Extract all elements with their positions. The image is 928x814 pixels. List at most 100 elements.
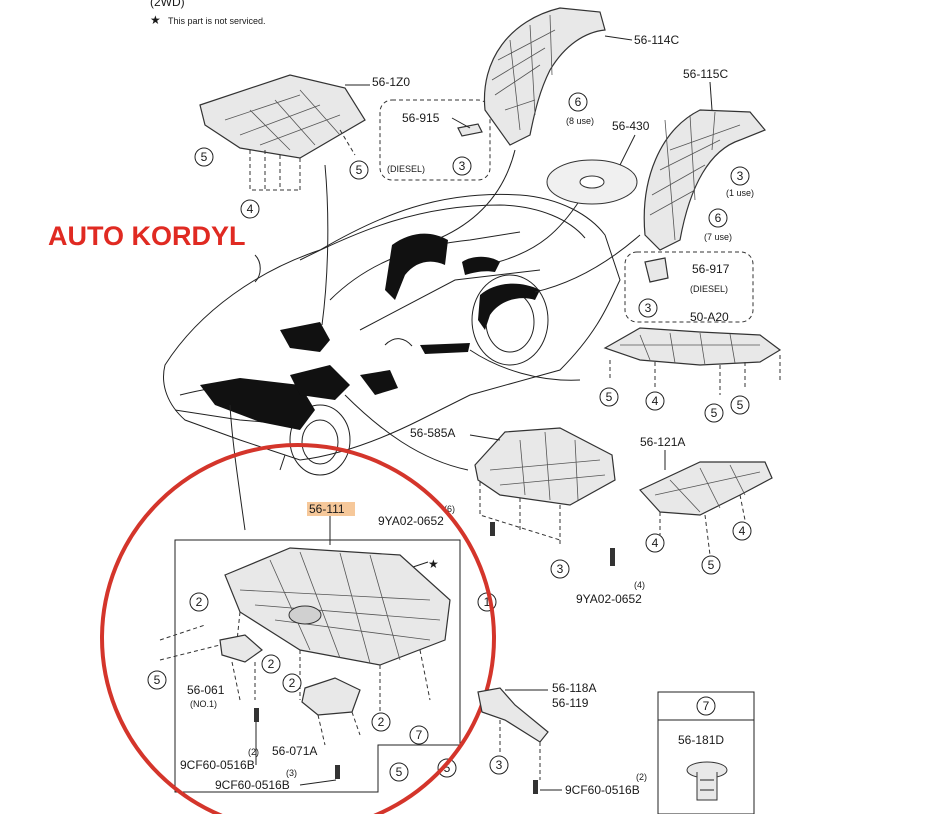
qty-3-1-use: (1 use) bbox=[726, 188, 754, 198]
car-part-highlights bbox=[200, 233, 540, 430]
diesel-box-56-917 bbox=[624, 251, 754, 323]
bolt-icon bbox=[490, 522, 495, 536]
bolt-icon bbox=[254, 708, 259, 722]
label-9cf60-0516b-a: 9CF60-0516B bbox=[180, 758, 255, 772]
highlight-56-111 bbox=[307, 502, 355, 516]
qty-6-7-use: (7 use) bbox=[704, 232, 732, 242]
callout-4: 4 bbox=[652, 394, 659, 408]
callout-circle-7 bbox=[409, 725, 429, 745]
callout-circle-5 bbox=[389, 762, 409, 782]
disc-hole bbox=[579, 175, 605, 189]
callout-circle-2 bbox=[371, 712, 391, 732]
watermark-text: AUTO KORDYL bbox=[48, 221, 246, 251]
callout-circle-2 bbox=[261, 654, 281, 674]
callout-circle-4 bbox=[645, 533, 665, 553]
part-56-115c-mudguard bbox=[643, 109, 766, 251]
label-56-071a: 56-071A bbox=[272, 744, 317, 758]
callout-5: 5 bbox=[201, 150, 208, 164]
callout-circle-3 bbox=[550, 559, 570, 579]
callout-circle-5 bbox=[349, 160, 369, 180]
label-no1: (NO.1) bbox=[190, 699, 217, 709]
label-diesel-a: (DIESEL) bbox=[387, 164, 425, 174]
label-56-917: 56-917 bbox=[692, 262, 730, 276]
callout-7: 7 bbox=[703, 699, 710, 713]
star-icon: ★ bbox=[428, 557, 439, 571]
bolt-icon bbox=[335, 765, 340, 779]
label-56-121a: 56-121A bbox=[640, 435, 685, 449]
callout-7: 7 bbox=[416, 728, 423, 742]
callout-circle-3 bbox=[452, 156, 472, 176]
part-56-114c-mudguard bbox=[483, 7, 633, 146]
label-56-181d: 56-181D bbox=[678, 733, 724, 747]
label-50-a20: 50-A20 bbox=[690, 310, 729, 324]
callout-circle-2 bbox=[282, 673, 302, 693]
label-9cf60-0516b-b: 9CF60-0516B bbox=[215, 778, 290, 792]
callout-circle-5 bbox=[701, 555, 721, 575]
frame-56-111 bbox=[174, 539, 461, 793]
callout-5: 5 bbox=[444, 761, 451, 775]
callout-circle-4 bbox=[645, 391, 665, 411]
part-56-061-bracket bbox=[219, 634, 263, 663]
label-56-115c: 56-115C bbox=[683, 67, 728, 81]
part-56-1z0-panel bbox=[199, 74, 370, 191]
callout-2: 2 bbox=[289, 676, 296, 690]
qty-9cf60-a: (2) bbox=[248, 747, 259, 757]
callout-5: 5 bbox=[396, 765, 403, 779]
callout-5: 5 bbox=[711, 406, 718, 420]
label-56-585a: 56-585A bbox=[410, 426, 455, 440]
qty-9cf60-b: (3) bbox=[286, 768, 297, 778]
callout-circle-7 bbox=[696, 696, 716, 716]
callout-circle-4 bbox=[732, 521, 752, 541]
callout-4: 4 bbox=[739, 524, 746, 538]
callout-circle-5 bbox=[599, 387, 619, 407]
callout-5: 5 bbox=[606, 390, 613, 404]
bolt-icon bbox=[610, 548, 615, 566]
callout-3: 3 bbox=[557, 562, 564, 576]
label-56-114c: 56-114C bbox=[634, 33, 679, 47]
callout-3: 3 bbox=[459, 159, 466, 173]
diesel-box-56-915 bbox=[379, 99, 491, 181]
callout-circle-6 bbox=[708, 208, 728, 228]
callout-circle-3 bbox=[730, 166, 750, 186]
callout-3: 3 bbox=[496, 758, 503, 772]
label-9cf60-0516b-c: 9CF60-0516B bbox=[565, 783, 640, 797]
part-56-118a-bracket bbox=[477, 687, 549, 743]
callout-circle-5 bbox=[147, 670, 167, 690]
model-note: (2WD) bbox=[150, 0, 185, 9]
clip-icon bbox=[686, 761, 728, 801]
qty-9cf60-c: (2) bbox=[636, 772, 647, 782]
callout-5: 5 bbox=[356, 163, 363, 177]
legend-text: This part is not serviced. bbox=[168, 16, 266, 26]
label-56-111: 56-111 bbox=[309, 502, 345, 516]
label-56-118a: 56-118A bbox=[552, 681, 596, 695]
callout-4: 4 bbox=[652, 536, 659, 550]
bolt-icon bbox=[533, 780, 538, 794]
label-56-1z0: 56-1Z0 bbox=[372, 75, 410, 89]
part-56-917-bracket bbox=[644, 257, 669, 283]
callout-circle-5 bbox=[730, 395, 750, 415]
callout-3: 3 bbox=[645, 301, 652, 315]
star-icon: ★ bbox=[150, 13, 161, 27]
callout-1: 1 bbox=[484, 595, 491, 609]
leader-lines bbox=[229, 149, 641, 531]
callout-circle-4 bbox=[240, 199, 260, 219]
callout-6: 6 bbox=[715, 211, 722, 225]
part-56-121a-undercover bbox=[639, 461, 773, 556]
callout-5: 5 bbox=[708, 558, 715, 572]
callout-2: 2 bbox=[268, 657, 275, 671]
qty-9ya02-a: (6) bbox=[444, 504, 455, 514]
part-56-071a-bracket bbox=[301, 677, 361, 716]
label-56-430: 56-430 bbox=[612, 119, 650, 133]
label-9ya02-0652-b: 9YA02-0652 bbox=[576, 592, 642, 606]
callout-circle-5 bbox=[704, 403, 724, 423]
part-56-915-bracket bbox=[457, 123, 483, 137]
part-56-585a-undercover bbox=[469, 427, 616, 545]
callout-3: 3 bbox=[737, 169, 744, 183]
qty-6-8-use: (8 use) bbox=[566, 116, 594, 126]
callout-circle-2 bbox=[189, 592, 209, 612]
qty-9ya02-b: (4) bbox=[634, 580, 645, 590]
callout-2: 2 bbox=[196, 595, 203, 609]
callout-circle-3 bbox=[638, 298, 658, 318]
